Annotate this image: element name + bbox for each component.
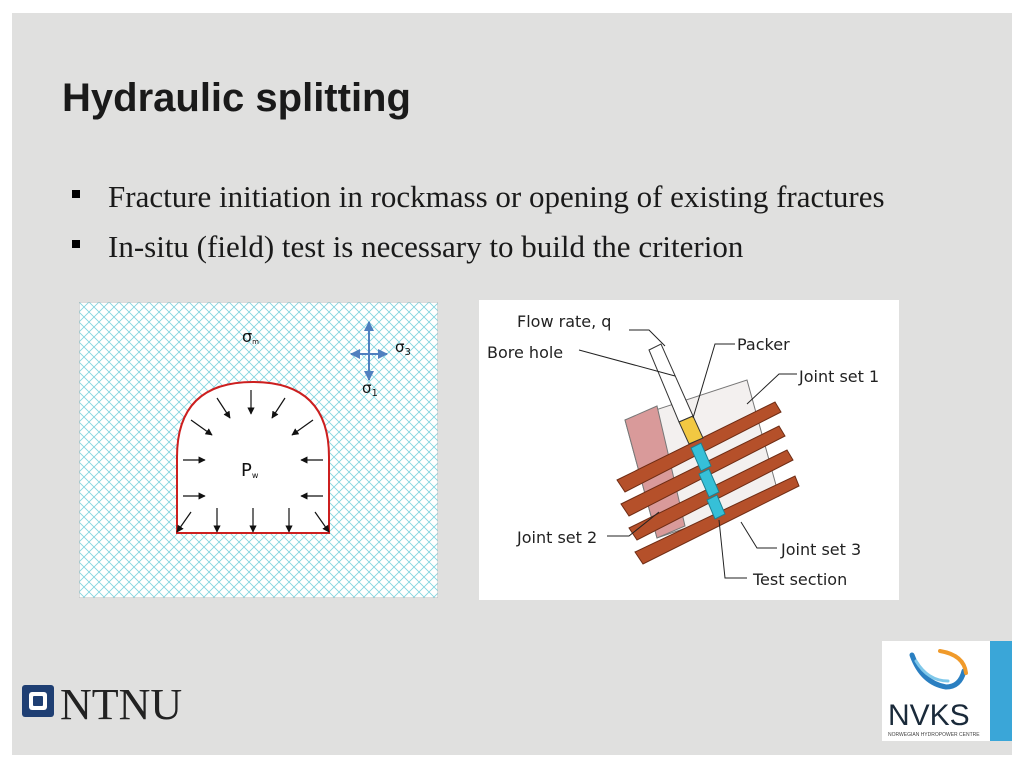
bullet-item: In-situ (field) test is necessary to bui… bbox=[72, 222, 885, 272]
nvks-logo-graphic: NVKS NORWEGIAN HYDROPOWER CENTRE bbox=[882, 641, 1012, 741]
borehole bbox=[648, 343, 726, 520]
water-pressure-arrows bbox=[176, 390, 330, 533]
bullet-list: Fracture initiation in rockmass or openi… bbox=[72, 172, 885, 272]
bullet-text: In-situ (field) test is necessary to bui… bbox=[108, 229, 744, 264]
sigma-m-label: σm bbox=[242, 327, 259, 346]
flow-rate-label: Flow rate, q bbox=[517, 312, 611, 331]
ntnu-logo: NTNU bbox=[20, 680, 210, 729]
slide-title: Hydraulic splitting bbox=[62, 76, 411, 120]
square-bullet-icon bbox=[72, 190, 80, 198]
joint-set-1-label: Joint set 1 bbox=[798, 367, 879, 386]
nvks-color-bar bbox=[990, 641, 1012, 741]
bullet-text: Fracture initiation in rockmass or openi… bbox=[108, 179, 885, 214]
tunnel-diagram: σm σ3 σ1 Pw bbox=[79, 302, 438, 598]
sigma-1-label: σ1 bbox=[362, 379, 378, 399]
pw-label: Pw bbox=[241, 460, 259, 481]
bore-hole-label: Bore hole bbox=[487, 343, 563, 362]
ntnu-wordmark: NTNU bbox=[60, 680, 182, 724]
joint-set-2-label: Joint set 2 bbox=[516, 528, 597, 547]
nvks-subtitle: NORWEGIAN HYDROPOWER CENTRE bbox=[888, 732, 980, 738]
packer-label: Packer bbox=[737, 335, 790, 354]
bullet-item: Fracture initiation in rockmass or openi… bbox=[72, 172, 885, 222]
nvks-logo: NVKS NORWEGIAN HYDROPOWER CENTRE bbox=[882, 641, 1012, 741]
sigma-3-label: σ3 bbox=[395, 338, 411, 358]
ntnu-logo-graphic: NTNU bbox=[22, 680, 182, 729]
joint-set-3-label: Joint set 3 bbox=[780, 540, 861, 559]
label-leader-lines bbox=[578, 329, 797, 579]
tunnel-outline bbox=[176, 380, 330, 534]
stress-cross-arrows bbox=[350, 321, 388, 381]
test-section-label: Test section bbox=[752, 570, 847, 589]
tunnel-pressure-figure: σm σ3 σ1 Pw bbox=[79, 302, 438, 598]
square-bullet-icon bbox=[72, 240, 80, 248]
packer bbox=[678, 415, 704, 445]
nvks-wordmark: NVKS bbox=[888, 699, 970, 732]
borehole-test-figure: Flow rate, q Bore hole Packer Joint set … bbox=[479, 300, 899, 600]
borehole-diagram: Flow rate, q Bore hole Packer Joint set … bbox=[479, 300, 899, 600]
